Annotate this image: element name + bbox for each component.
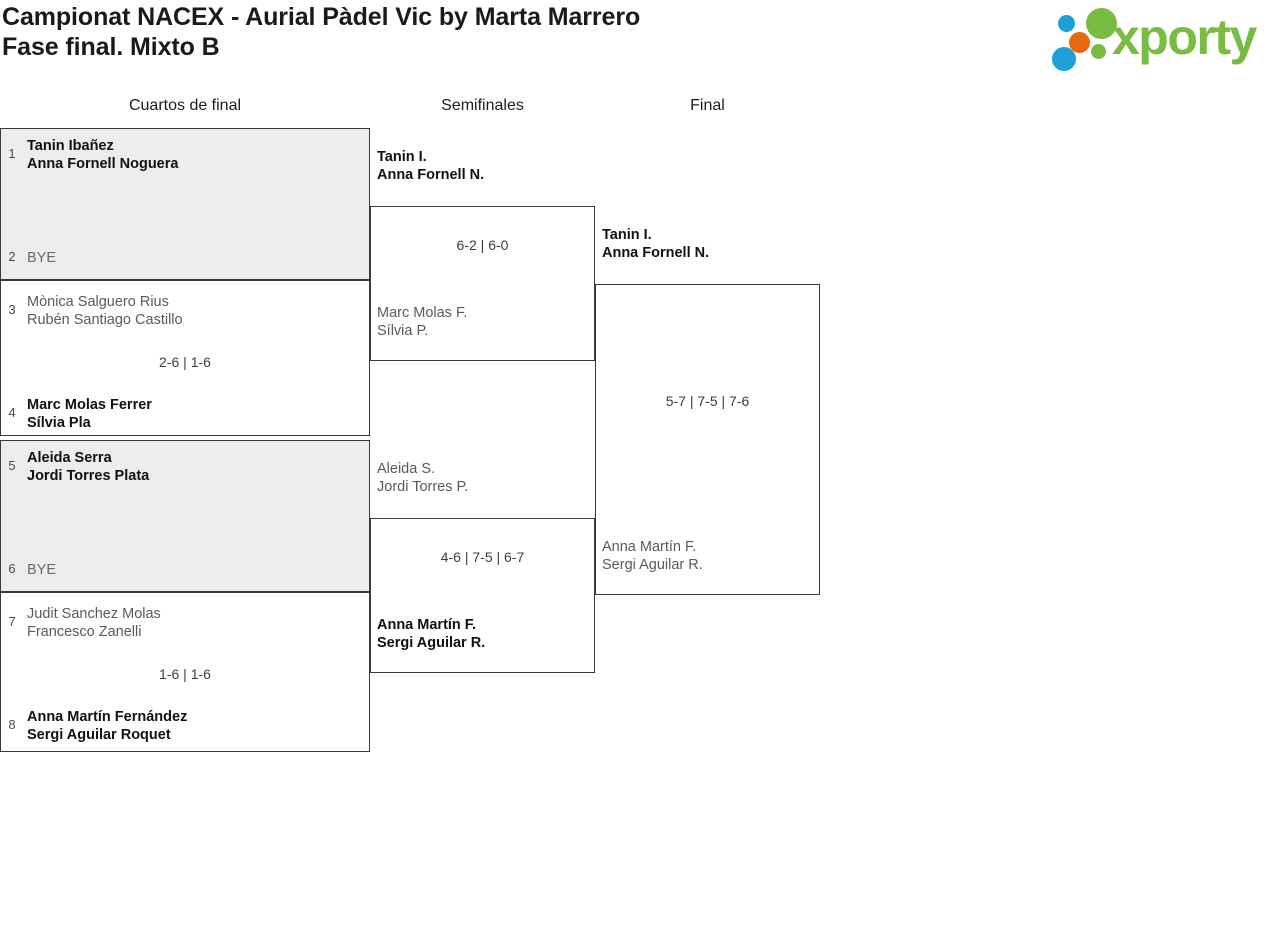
player-name-1: Marc Molas F. [377,305,468,321]
player-name-1: Judit Sanchez Molas [27,606,161,622]
player-name-2: Sílvia P. [377,323,429,339]
tournament-subtitle-line-2: Fase final. Mixto B [2,33,220,61]
tournament-title-line-1: Campionat NACEX - Aurial Pàdel Vic by Ma… [2,3,641,31]
player-name-1: Aleida S. [377,461,436,477]
final-bottom-team[interactable]: Anna Martín F. Sergi Aguilar R. [602,538,703,574]
player-name-2: Rubén Santiago Castillo [27,312,183,328]
match-slot-top[interactable]: 5 Aleida Serra Jordi Torres Plata [1,449,369,485]
match-score: 1-6 | 1-6 [159,666,211,682]
page-header: Campionat NACEX - Aurial Pàdel Vic by Ma… [0,0,1280,78]
player-name-2: Sílvia Pla [27,415,91,431]
logo-wordmark: xporty [1112,9,1257,65]
match-slot-bottom[interactable]: 6 BYE [1,561,369,579]
seed-number: 4 [8,405,16,420]
player-name-2: Sergi Aguilar Roquet [27,727,171,743]
logo-dots-icon [1050,6,1128,71]
logo-dot-orange-icon [1069,32,1090,53]
logo-dot-blue-small-icon [1058,15,1075,32]
bye-label: BYE [27,250,57,266]
match-score: 5-7 | 7-5 | 7-6 [665,393,750,409]
player-name-1: Marc Molas Ferrer [27,397,152,413]
round-header-final: Final [690,97,725,114]
match-slot-top[interactable]: 7 Judit Sanchez Molas Francesco Zanelli [1,605,369,641]
player-name-1: Mònica Salguero Rius [27,294,169,310]
semifinal-1-top-team[interactable]: Tanin I. Anna Fornell N. [377,148,484,184]
player-name-2: Sergi Aguilar R. [602,557,703,573]
match-semifinal-1[interactable] [370,206,595,361]
player-name-1: Tanin I. [602,227,652,243]
player-name-1: Anna Martín F. [377,617,477,633]
match-quarterfinal-4[interactable]: 7 Judit Sanchez Molas Francesco Zanelli … [0,592,370,752]
page-title: Campionat NACEX - Aurial Pàdel Vic by Ma… [2,2,902,62]
match-score: 6-2 | 6-0 [456,237,509,253]
seed-number: 3 [8,302,16,317]
seed-number: 7 [8,614,16,629]
seed-number: 1 [8,146,16,161]
logo-dot-green-small-icon [1091,44,1106,59]
logo-dot-green-large-icon [1086,8,1117,39]
player-name-2: Jordi Torres Plata [27,468,150,484]
match-final[interactable] [595,284,820,595]
final-top-team[interactable]: Tanin I. Anna Fornell N. [602,226,709,262]
semifinal-1-bottom-team[interactable]: Marc Molas F. Sílvia P. [377,304,467,340]
player-name-1: Tanin Ibañez [27,138,114,154]
match-slot-top[interactable]: 1 Tanin Ibañez Anna Fornell Noguera [1,137,369,173]
match-slot-top[interactable]: 3 Mònica Salguero Rius Rubén Santiago Ca… [1,293,369,329]
match-quarterfinal-1[interactable]: 1 Tanin Ibañez Anna Fornell Noguera 2 BY… [0,128,370,280]
player-name-1: Anna Martín Fernández [27,709,188,725]
semifinal-2-top-team[interactable]: Aleida S. Jordi Torres P. [377,460,468,496]
match-slot-bottom[interactable]: 4 Marc Molas Ferrer Sílvia Pla [1,396,369,432]
match-slot-bottom[interactable]: 2 BYE [1,249,369,267]
round-header-semifinals: Semifinales [441,97,524,114]
player-name-1: Anna Martín F. [602,539,697,555]
player-name-2: Anna Fornell N. [602,245,710,261]
seed-number: 8 [8,717,16,732]
logo-dot-blue-large-icon [1052,47,1076,71]
player-name-1: Tanin I. [377,149,427,165]
player-name-2: Jordi Torres P. [377,479,469,495]
seed-number: 2 [8,249,16,264]
match-quarterfinal-3[interactable]: 5 Aleida Serra Jordi Torres Plata 6 BYE [0,440,370,592]
xporty-logo[interactable]: xporty [1050,6,1276,71]
seed-number: 6 [8,561,16,576]
match-score: 2-6 | 1-6 [159,354,211,370]
player-name-2: Anna Fornell N. [377,167,485,183]
match-slot-bottom[interactable]: 8 Anna Martín Fernández Sergi Aguilar Ro… [1,708,369,744]
player-name-1: Aleida Serra [27,450,112,466]
seed-number: 5 [8,458,16,473]
player-name-2: Sergi Aguilar R. [377,635,486,651]
round-header-quarterfinals: Cuartos de final [128,97,242,114]
match-semifinal-2[interactable] [370,518,595,673]
match-quarterfinal-2[interactable]: 3 Mònica Salguero Rius Rubén Santiago Ca… [0,280,370,436]
player-name-2: Francesco Zanelli [27,624,142,640]
match-score: 4-6 | 7-5 | 6-7 [440,549,525,565]
semifinal-2-bottom-team[interactable]: Anna Martín F. Sergi Aguilar R. [377,616,485,652]
player-name-2: Anna Fornell Noguera [27,156,179,172]
bye-label: BYE [27,562,57,578]
